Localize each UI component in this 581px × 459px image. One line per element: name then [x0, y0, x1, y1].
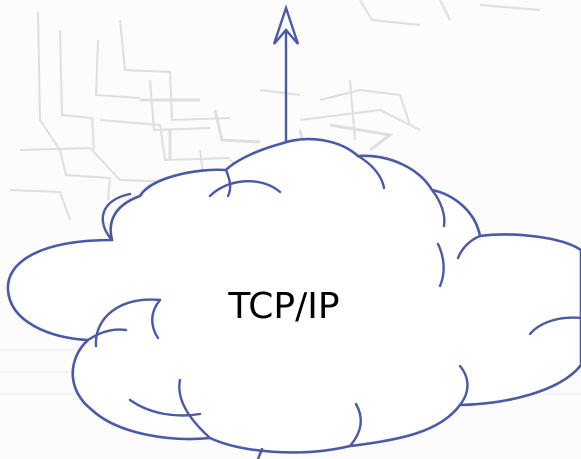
arrow-head-icon: [272, 4, 300, 45]
uplink-arrow: [272, 4, 300, 160]
cloud-shape: [6, 137, 581, 454]
tcp-ip-cloud: TCP/IP: [6, 137, 581, 459]
cloud-inner-lines: [86, 154, 581, 459]
cloud-label: TCP/IP: [227, 286, 339, 327]
